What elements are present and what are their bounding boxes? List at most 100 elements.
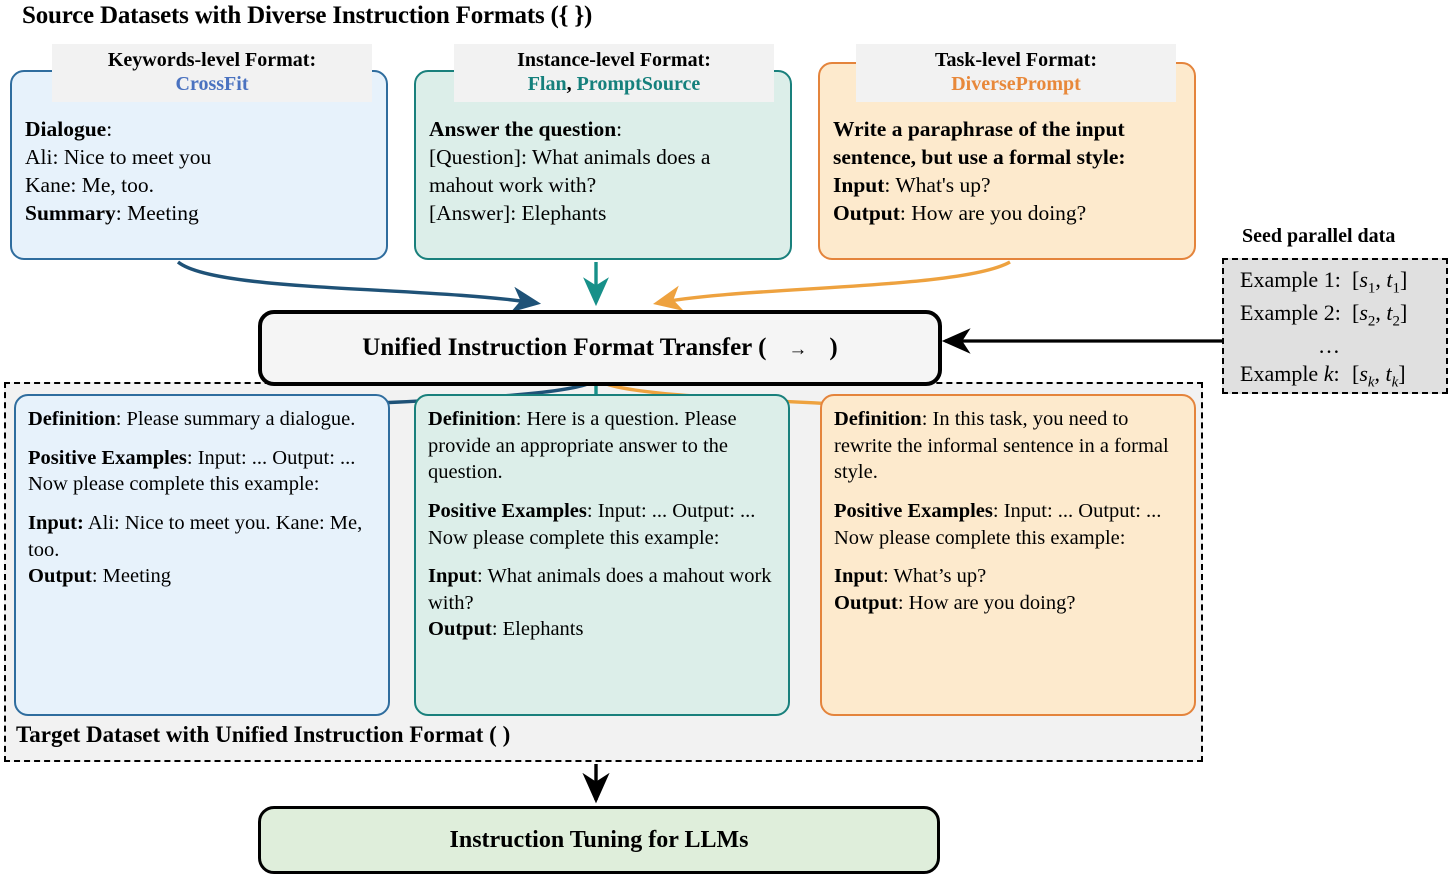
format-chip-keywords-label: Keywords-level Format: bbox=[107, 49, 317, 71]
source-line: sentence, but use a formal style: bbox=[833, 144, 1181, 172]
block-sep: : bbox=[115, 408, 127, 430]
seed-row: Example 1:[s1, t1] bbox=[1240, 266, 1446, 299]
block-body: Ali: Nice to meet you. Kane: Me, too. bbox=[28, 511, 363, 561]
line-label: Answer the question bbox=[429, 117, 617, 141]
line-body: : How are you doing? bbox=[899, 200, 1087, 225]
target-block: Definition: Here is a question. Please p… bbox=[428, 406, 776, 486]
block-label: Input bbox=[428, 565, 478, 588]
target-block: Positive Examples: Input: ... Output: ..… bbox=[834, 498, 1182, 551]
arrow-task-to-transfer bbox=[653, 260, 1011, 311]
line-body: [Answer]: Elephants bbox=[429, 200, 607, 225]
block-sep: : bbox=[515, 408, 527, 430]
source-line: mahout work with? bbox=[429, 172, 777, 200]
block-label: Output bbox=[428, 618, 492, 641]
line-body: mahout work with? bbox=[429, 172, 597, 197]
format-chip-keywords: Keywords-level Format: CrossFit bbox=[52, 44, 372, 102]
seed-parallel-data-box: Example 1:[s1, t1] Example 2:[s2, t2] … … bbox=[1222, 258, 1448, 394]
format-chip-task-label: Task-level Format: bbox=[934, 49, 1097, 71]
block-body: How are you doing? bbox=[908, 591, 1076, 614]
dataset-name-promptsource: PromptSource bbox=[576, 73, 701, 95]
source-card-instance-text: Answer the question: [Question]: What an… bbox=[416, 72, 790, 238]
page-title: Source Datasets with Diverse Instruction… bbox=[22, 2, 593, 29]
line-body: : What's up? bbox=[884, 172, 991, 197]
block-label: Output bbox=[834, 591, 898, 614]
transfer-text-before: Unified Instruction Format Transfer ( bbox=[362, 334, 767, 361]
source-line: Kane: Me, too. bbox=[25, 172, 373, 200]
block-label: Positive Examples bbox=[28, 446, 187, 469]
block-body: What animals does a mahout work with? bbox=[428, 565, 772, 614]
source-line: Summary: Meeting bbox=[25, 200, 373, 228]
unified-transfer-box[interactable]: Unified Instruction Format Transfer ( →) bbox=[258, 310, 942, 386]
format-chip-keywords-names: CrossFit bbox=[64, 72, 360, 96]
line-body: : Meeting bbox=[115, 200, 199, 225]
line-body: : bbox=[106, 117, 113, 141]
block-sep: : bbox=[186, 446, 198, 469]
target-block: Output: Meeting bbox=[28, 563, 376, 590]
block-body: Input: ... Output: ... Now please comple… bbox=[28, 446, 356, 496]
block-label: Definition bbox=[834, 408, 922, 430]
seed-row-label: Example 2: bbox=[1240, 299, 1341, 325]
seed-row: Example k: [sk, tk] bbox=[1240, 360, 1446, 393]
source-line: Answer the question: bbox=[429, 116, 777, 144]
block-label: Definition bbox=[28, 408, 116, 430]
target-block: Positive Examples: Input: ... Output: ..… bbox=[28, 445, 376, 498]
seed-row-label: Example k: bbox=[1240, 361, 1340, 387]
block-sep: : bbox=[91, 565, 103, 588]
source-line: Output: How are you doing? bbox=[833, 200, 1181, 228]
source-card-task-text: Write a paraphrase of the input sentence… bbox=[820, 64, 1194, 238]
source-line: [Answer]: Elephants bbox=[429, 200, 777, 228]
instruction-tuning-label: Instruction Tuning for LLMs bbox=[449, 826, 749, 853]
line-label: Input bbox=[833, 172, 885, 197]
line-label: Summary bbox=[25, 200, 116, 225]
name-separator: , bbox=[566, 73, 577, 95]
line-label: Write a paraphrase of the input bbox=[833, 117, 1125, 141]
block-body: Elephants bbox=[502, 618, 584, 641]
seed-row: Example 2: [s2, t2] bbox=[1240, 299, 1446, 332]
line-body: [Question]: What animals does a bbox=[429, 144, 711, 169]
line-body: Kane: Me, too. bbox=[25, 172, 154, 197]
target-block: Definition: Please summary a dialogue. bbox=[28, 406, 376, 433]
source-line: Write a paraphrase of the input bbox=[833, 116, 1181, 144]
line-body: : bbox=[616, 117, 623, 141]
dataset-name-diverseprompt: DiversePrompt bbox=[951, 73, 1081, 95]
line-label: Output bbox=[833, 200, 900, 225]
format-chip-instance-names: Flan, PromptSource bbox=[466, 72, 762, 96]
transfer-text-after: ) bbox=[829, 334, 838, 361]
block-sep: : bbox=[897, 591, 909, 614]
block-body: Please summary a dialogue. bbox=[126, 408, 356, 430]
format-chip-instance-label: Instance-level Format: bbox=[517, 49, 711, 71]
source-line: [Question]: What animals does a bbox=[429, 144, 777, 172]
source-card-keywords-text: Dialogue: Ali: Nice to meet you Kane: Me… bbox=[12, 72, 386, 238]
block-label: Output bbox=[28, 565, 92, 588]
dataset-name-flan: Flan bbox=[527, 73, 567, 95]
unified-transfer-label: Unified Instruction Format Transfer ( →) bbox=[362, 334, 837, 362]
seed-row-value: [s2, t2] bbox=[1352, 299, 1408, 330]
block-sep: : bbox=[586, 499, 598, 522]
format-chip-instance: Instance-level Format: Flan, PromptSourc… bbox=[454, 44, 774, 102]
block-body: Input: ... Output: ... Now please comple… bbox=[834, 499, 1162, 549]
target-card-dialogue: Definition: Please summary a dialogue. P… bbox=[14, 394, 390, 716]
block-label: Positive Examples bbox=[834, 499, 993, 522]
seed-row-value: [s1, t1] bbox=[1352, 267, 1408, 297]
target-block: Input: What animals does a mahout work w… bbox=[428, 563, 776, 616]
target-dataset-caption: Target Dataset with Unified Instruction … bbox=[16, 722, 511, 747]
block-body: What’s up? bbox=[893, 565, 987, 588]
format-chip-task-names: DiversePrompt bbox=[868, 72, 1164, 96]
target-block: Input: Ali: Nice to meet you. Kane: Me, … bbox=[28, 510, 376, 563]
block-body: Meeting bbox=[102, 565, 171, 588]
target-block: Definition: In this task, you need to re… bbox=[834, 406, 1182, 486]
line-label: sentence, but use a formal style: bbox=[833, 144, 1126, 169]
target-card-question: Definition: Here is a question. Please p… bbox=[414, 394, 790, 716]
block-sep: : bbox=[491, 618, 503, 641]
target-block: Input: What’s up? bbox=[834, 563, 1182, 590]
target-block: Positive Examples: Input: ... Output: ..… bbox=[428, 498, 776, 551]
seed-row-ellipsis: … bbox=[1318, 332, 1340, 358]
block-sep: : bbox=[883, 565, 894, 588]
target-block: Output: Elephants bbox=[428, 616, 776, 643]
block-label: Input: bbox=[28, 511, 84, 534]
seed-row-value: [sk, tk] bbox=[1352, 361, 1406, 391]
block-sep: : bbox=[921, 408, 933, 430]
instruction-tuning-box[interactable]: Instruction Tuning for LLMs bbox=[258, 806, 940, 874]
right-arrow-icon: → bbox=[788, 339, 808, 360]
block-body: Input: ... Output: ... Now please comple… bbox=[428, 499, 756, 549]
